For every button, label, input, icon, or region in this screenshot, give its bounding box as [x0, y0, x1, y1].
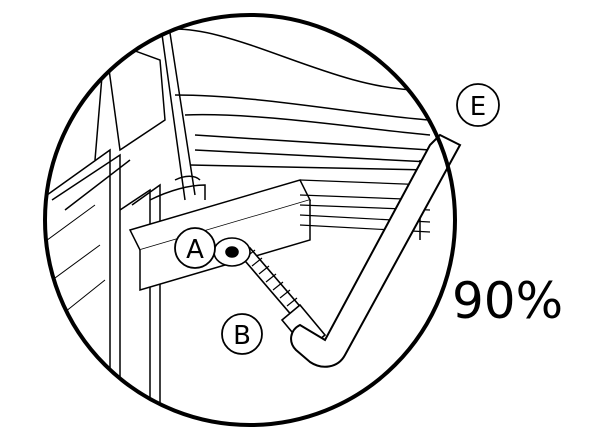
callout-e: E	[456, 83, 500, 127]
callout-b: B	[221, 313, 263, 355]
allen-key-drawing	[290, 133, 462, 368]
callout-b-label: B	[233, 321, 251, 351]
tightness-percent-label: 90%	[452, 272, 563, 330]
furniture-joint-drawing	[45, 19, 431, 425]
detail-magnifier-circle	[43, 13, 457, 427]
callout-a-label: A	[186, 235, 204, 265]
callout-a: A	[174, 227, 216, 269]
callout-e-label: E	[470, 92, 486, 122]
